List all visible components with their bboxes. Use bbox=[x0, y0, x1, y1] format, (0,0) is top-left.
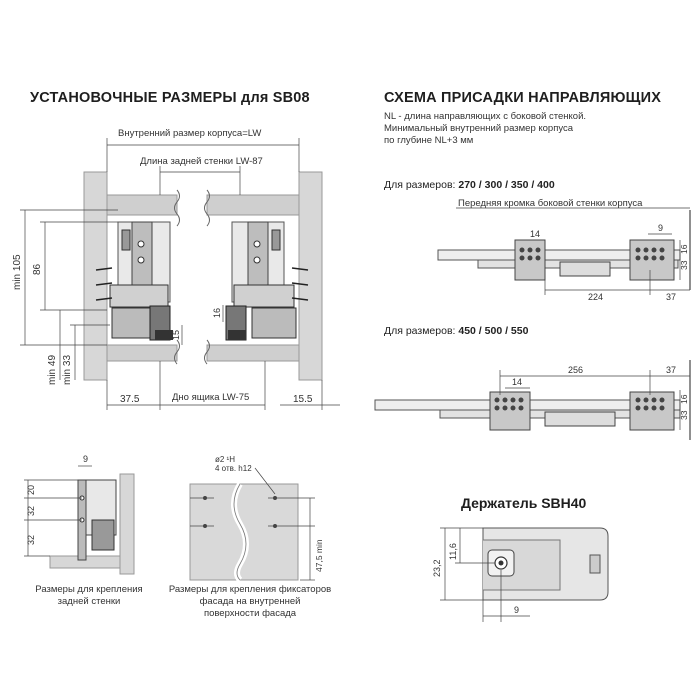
left-side-panel bbox=[83, 171, 108, 381]
dim-32b: 32 bbox=[26, 535, 36, 545]
dim-min49: min 49 bbox=[47, 355, 58, 385]
rail-scheme-1: 14 9 224 37 33 16 bbox=[437, 207, 691, 302]
hole-spec-2: 4 отв. h12 bbox=[215, 464, 252, 473]
left-drawer-profile bbox=[109, 221, 173, 341]
break-mark bbox=[204, 339, 210, 365]
drawer-bottom-right bbox=[206, 344, 300, 362]
hole-spec-1: ø2 ¹H bbox=[215, 455, 235, 464]
dim-min33: min 33 bbox=[62, 355, 73, 385]
sizes-row-1-prefix: Для размеров: bbox=[384, 179, 459, 191]
dim2-37: 37 bbox=[666, 365, 676, 375]
sizes-row-2: Для размеров: 450 / 500 / 550 bbox=[384, 325, 528, 337]
dim-15-5: 15.5 bbox=[293, 394, 313, 405]
drawer-bottom-left bbox=[106, 344, 178, 362]
dim-20: 20 bbox=[26, 485, 36, 495]
rail-scheme-2: 14 256 37 33 16 bbox=[374, 360, 691, 440]
dim2-14: 14 bbox=[512, 377, 522, 387]
holder-title: Держатель SBH40 bbox=[461, 495, 587, 511]
right-drawer-profile bbox=[225, 221, 297, 341]
front-panel-detail: ø2 ¹H 4 отв. h12 47,5 min bbox=[189, 455, 324, 583]
dim-16b: 16 bbox=[679, 244, 689, 254]
right-title: СХЕМА ПРИСАДКИ НАПРАВЛЯЮЩИХ bbox=[384, 90, 662, 106]
bottom-label: Дно ящика LW-75 bbox=[172, 392, 250, 403]
back-wall-right bbox=[206, 194, 300, 216]
dim-32a: 32 bbox=[26, 506, 36, 516]
break-mark bbox=[174, 339, 180, 365]
rail-note: NL - длина направляющих с боковой стенко… bbox=[384, 111, 587, 146]
sizes-row-1: Для размеров: 270 / 300 / 350 / 400 bbox=[384, 179, 555, 191]
back-wall-label: Длина задней стенки LW-87 bbox=[140, 156, 263, 167]
dim-11-6: 11,6 bbox=[448, 543, 458, 560]
dim-16: 16 bbox=[212, 308, 222, 318]
right-side-panel bbox=[298, 171, 323, 381]
dim-15: 15 bbox=[171, 330, 181, 340]
back-wall-mount-detail: 20 32 32 9 bbox=[24, 454, 135, 575]
dim-9: 9 bbox=[83, 454, 88, 464]
dim-min105: min 105 bbox=[12, 254, 23, 290]
dim-224: 224 bbox=[588, 292, 603, 302]
dim2-33: 33 bbox=[679, 410, 689, 420]
sizes-row-1-values: 270 / 300 / 350 / 400 bbox=[458, 179, 555, 191]
sizes-row-2-prefix: Для размеров: bbox=[384, 325, 459, 337]
screws bbox=[95, 267, 309, 301]
dim-37-5: 37.5 bbox=[120, 394, 140, 405]
left-title: УСТАНОВОЧНЫЕ РАЗМЕРЫ для SB08 bbox=[30, 90, 310, 106]
dim-256: 256 bbox=[568, 365, 583, 375]
dim-23-2: 23,2 bbox=[432, 559, 442, 577]
inner-size-label: Внутренний размер корпуса=LW bbox=[118, 128, 262, 139]
dim-37: 37 bbox=[666, 292, 676, 302]
front-edge-label: Передняя кромка боковой стенки корпуса bbox=[458, 198, 643, 209]
break-mark bbox=[204, 189, 210, 227]
dim-9c: 9 bbox=[514, 605, 519, 615]
dim-86: 86 bbox=[32, 263, 43, 275]
back-wall-left bbox=[106, 194, 178, 216]
caption-front-fixers: Размеры для крепления фиксаторов фасада … bbox=[168, 584, 332, 619]
caption-back-wall: Размеры для крепления задней стенки bbox=[35, 584, 143, 607]
dim-47-5: 47,5 min bbox=[314, 539, 324, 572]
dim-33: 33 bbox=[679, 260, 689, 270]
dim-14: 14 bbox=[530, 229, 540, 239]
dim2-16: 16 bbox=[679, 394, 689, 404]
sizes-row-2-values: 450 / 500 / 550 bbox=[458, 325, 529, 337]
break-mark bbox=[174, 189, 180, 227]
dim-9b: 9 bbox=[658, 223, 663, 233]
holder-sbh40-drawing: 23,2 11,6 9 bbox=[432, 527, 609, 622]
